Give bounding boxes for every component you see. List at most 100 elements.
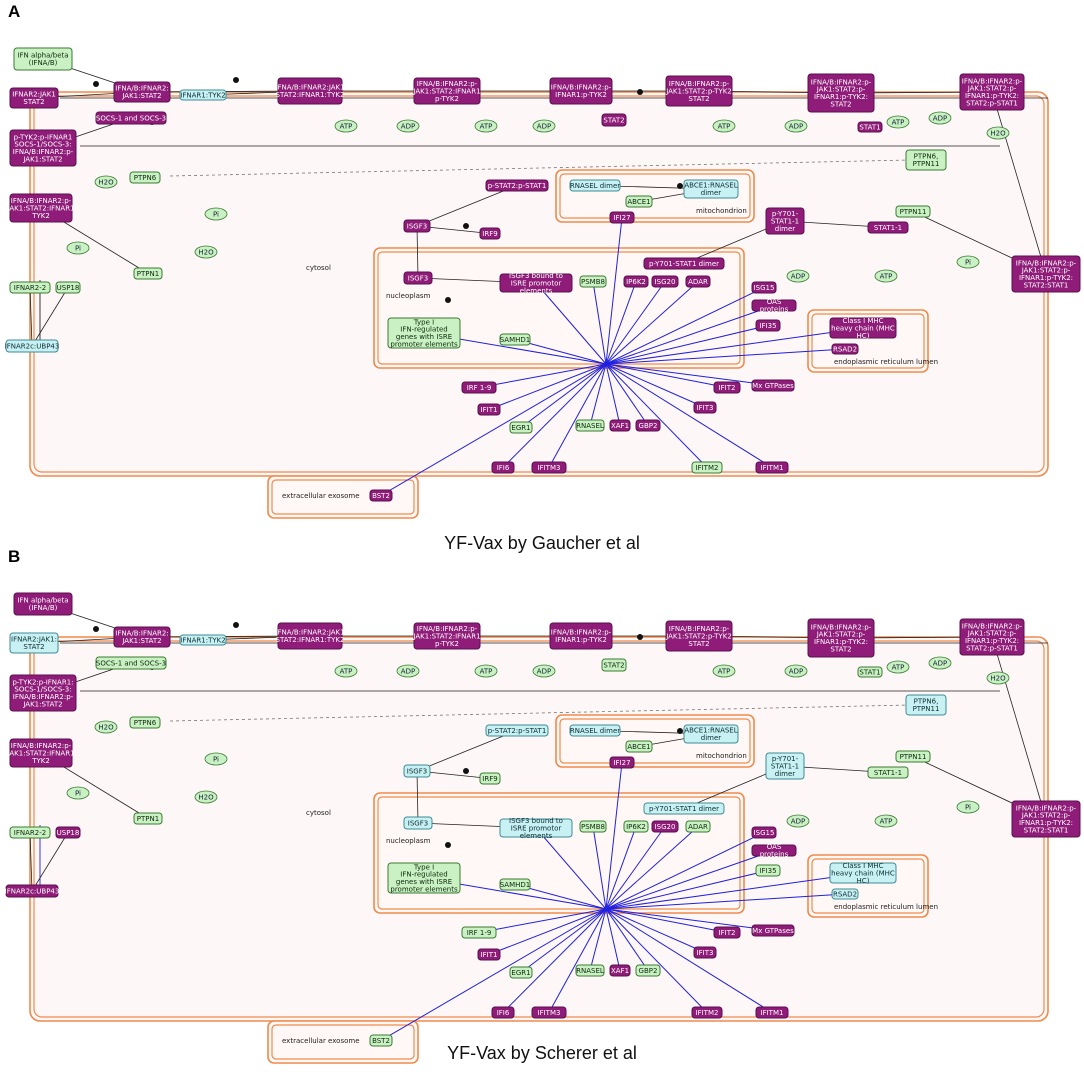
node-stat1[interactable]: STAT1: [857, 121, 883, 133]
node-ifnar2-2[interactable]: IFNAR2-2: [9, 281, 51, 294]
node-ifn[interactable]: IFN alpha/beta(IFNA/B): [13, 47, 73, 71]
node-stat2[interactable]: STAT2: [601, 658, 627, 672]
node-isg20[interactable]: ISG20: [651, 275, 679, 288]
node-rnasel-dimer[interactable]: RNASEL dimer: [569, 179, 621, 192]
node-ptpn1[interactable]: PTPN1: [133, 267, 163, 280]
node-irf9[interactable]: IRF9: [479, 772, 501, 785]
node-ifit1[interactable]: IFIT1: [477, 403, 501, 416]
node-c7[interactable]: IFNA/B:IFNAR2:p-JAK1:STAT2:p-IFNAR1:p-TY…: [959, 618, 1025, 656]
node-c1[interactable]: IFNA/B:IFNAR2:JAK1:STAT2: [113, 81, 171, 103]
node-adar[interactable]: ADAR: [685, 275, 711, 288]
node-isg15[interactable]: ISG15: [751, 281, 777, 294]
node-gbp2[interactable]: GBP2: [635, 964, 661, 977]
node-c6[interactable]: IFNA/B:IFNAR2:p-JAK1:STAT2:p-IFNAR1:p-TY…: [807, 73, 875, 113]
node-c7[interactable]: IFNA/B:IFNAR2:p-JAK1:STAT2:p-IFNAR1:p-TY…: [959, 73, 1025, 111]
node-rnasel[interactable]: RNASEL: [575, 964, 605, 977]
node-ifi6[interactable]: IFI6: [491, 1006, 515, 1019]
node-ptpn11[interactable]: PTPN11: [895, 750, 931, 763]
node-c1[interactable]: IFNA/B:IFNAR2:JAK1:STAT2: [113, 626, 171, 648]
node-ifitm2[interactable]: IFITM2: [691, 461, 723, 474]
node-c9[interactable]: IFNA/B:IFNAR2:p-JAK1:STAT2:p-IFNAR1:p-TY…: [1011, 255, 1081, 293]
node-c4[interactable]: IFNA/B:IFNAR2:p-IFNAR1:p-TYK2: [549, 77, 613, 105]
node-ifnar1tyk2[interactable]: IFNAR1:TYK2: [179, 634, 227, 646]
node-ptpn6-11[interactable]: PTPN6,PTPN11: [905, 694, 947, 716]
node-xaf1[interactable]: XAF1: [609, 419, 631, 432]
node-ip6k2[interactable]: IP6K2: [623, 275, 649, 288]
node-ifitm3[interactable]: IFITM3: [531, 461, 567, 474]
node-ifnar2c[interactable]: IFNAR2c:UBP43: [5, 884, 60, 898]
node-ptpn6[interactable]: PTPN6: [129, 171, 161, 184]
node-ifnar2jak1[interactable]: IFNAR2:JAK1:STAT2: [9, 632, 59, 654]
node-ifit2[interactable]: IFIT2: [713, 381, 741, 394]
node-rnasel-dimer[interactable]: RNASEL dimer: [569, 724, 621, 737]
node-ptpn6[interactable]: PTPN6: [129, 716, 161, 729]
node-usp18[interactable]: USP18: [55, 826, 81, 839]
node-ifi6[interactable]: IFI6: [491, 461, 515, 474]
node-py701-dimer[interactable]: p-Y701-STAT1 dimer: [643, 257, 725, 270]
node-bst2[interactable]: BST2: [369, 489, 393, 502]
node-c6[interactable]: IFNA/B:IFNAR2:p-JAK1:STAT2:p-IFNAR1:p-TY…: [807, 618, 875, 658]
node-psm[interactable]: PSMB8: [579, 275, 607, 288]
node-ifn[interactable]: IFN alpha/beta(IFNA/B): [13, 592, 73, 616]
node-isg15[interactable]: ISG15: [751, 826, 777, 839]
node-ifnar2-2[interactable]: IFNAR2-2: [9, 826, 51, 839]
node-rnasel[interactable]: RNASEL: [575, 419, 605, 432]
node-ptyk2[interactable]: p-TYK2:p-IFNAR1:SOCS-1/SOCS-3:IFNA/B:IFN…: [9, 674, 77, 712]
node-ifi27[interactable]: IFI27: [609, 756, 635, 769]
node-ifi35[interactable]: IFI35: [755, 319, 781, 332]
node-ifitm1[interactable]: IFITM1: [755, 461, 789, 474]
node-gbp2[interactable]: GBP2: [635, 419, 661, 432]
node-rsad2[interactable]: RSAD2: [831, 888, 859, 900]
node-ifi35[interactable]: IFI35: [755, 864, 781, 877]
node-ifit3[interactable]: IFIT3: [693, 946, 717, 959]
node-c9[interactable]: IFNA/B:IFNAR2:p-JAK1:STAT2:p-IFNAR1:p-TY…: [1011, 800, 1081, 838]
node-irf9[interactable]: IRF9: [479, 227, 501, 240]
node-bst2[interactable]: BST2: [369, 1034, 393, 1047]
node-ptpn1[interactable]: PTPN1: [133, 812, 163, 825]
node-irf19[interactable]: IRF 1-9: [461, 381, 497, 394]
node-stat1-1[interactable]: STAT1-1: [867, 766, 909, 779]
node-mx[interactable]: Mx GTPases: [751, 379, 795, 392]
node-ifi27[interactable]: IFI27: [609, 211, 635, 224]
node-stat1-1[interactable]: STAT1-1: [867, 221, 909, 234]
node-ifnar1tyk2[interactable]: IFNAR1:TYK2: [179, 89, 227, 101]
node-rsad2[interactable]: RSAD2: [831, 343, 859, 355]
node-ifit1[interactable]: IFIT1: [477, 948, 501, 961]
node-adar[interactable]: ADAR: [685, 820, 711, 833]
node-xaf1[interactable]: XAF1: [609, 964, 631, 977]
node-socs[interactable]: SOCS-1 and SOCS-3: [95, 111, 167, 125]
node-ifit3[interactable]: IFIT3: [693, 401, 717, 414]
node-irf19[interactable]: IRF 1-9: [461, 926, 497, 939]
node-py701-dimer[interactable]: p-Y701-STAT1 dimer: [643, 802, 725, 815]
node-stat1[interactable]: STAT1: [857, 666, 883, 678]
node-ifitm2[interactable]: IFITM2: [691, 1006, 723, 1019]
node-stat2[interactable]: STAT2: [601, 113, 627, 127]
node-isgf3a[interactable]: ISGF3: [403, 764, 431, 778]
node-pstat2[interactable]: p-STAT2:p-STAT1: [485, 179, 549, 192]
node-psm[interactable]: PSMB8: [579, 820, 607, 833]
node-isg20[interactable]: ISG20: [651, 820, 679, 833]
node-pstat2[interactable]: p-STAT2:p-STAT1: [485, 724, 549, 737]
node-ifitm3[interactable]: IFITM3: [531, 1006, 567, 1019]
node-mx[interactable]: Mx GTPases: [751, 924, 795, 937]
node-ifitm1[interactable]: IFITM1: [755, 1006, 789, 1019]
